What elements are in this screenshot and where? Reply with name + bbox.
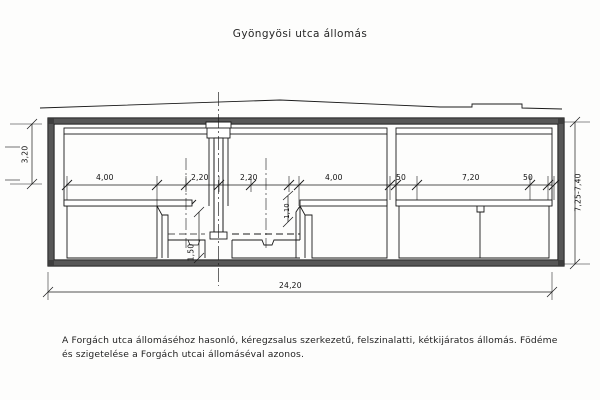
dimension-label-1-10: 1,10 bbox=[283, 203, 291, 219]
dimension-label-left-height: 3,20 bbox=[20, 145, 30, 164]
dimension-left-vertical bbox=[10, 118, 42, 190]
dimension-label-bay-2: 2,20 bbox=[191, 173, 209, 182]
station-outer-shell bbox=[47, 117, 565, 267]
dimension-label-right-height: 7,25-7,40 bbox=[573, 173, 583, 212]
dimension-label-1-50: 1,50 bbox=[186, 243, 196, 262]
dimension-1-10 bbox=[282, 190, 294, 228]
dimension-label-overall-width: 24,20 bbox=[279, 281, 302, 290]
dimension-label-bay-4: 4,00 bbox=[325, 173, 343, 182]
axis-stubs bbox=[5, 146, 20, 181]
ceiling-slabs bbox=[63, 127, 553, 135]
dimension-label-wall-right: 50 bbox=[523, 173, 534, 182]
figure-caption: A Forgách utca állomáséhoz hasonló, kére… bbox=[62, 334, 562, 362]
dimension-label-bay-1: 4,00 bbox=[96, 173, 114, 182]
left-bay bbox=[63, 134, 210, 206]
ground-line bbox=[39, 99, 563, 110]
dimension-label-bay-5: 7,20 bbox=[462, 173, 480, 182]
middle-bay bbox=[227, 134, 388, 206]
dimension-1-50 bbox=[193, 206, 205, 264]
left-track-trough bbox=[168, 233, 205, 246]
dimension-bottom-overall bbox=[42, 272, 558, 300]
right-bay bbox=[395, 134, 553, 206]
caption-line-1: A Forgách utca állomáséhoz hasonló, kére… bbox=[62, 335, 558, 346]
track-axes bbox=[185, 158, 267, 248]
dimension-label-bay-3: 2,20 bbox=[240, 173, 258, 182]
page-title: Gyöngyösi utca állomás bbox=[232, 28, 368, 40]
dimension-right-vertical bbox=[564, 116, 590, 270]
dimension-label-wall-left: 50 bbox=[396, 173, 407, 182]
left-platform bbox=[63, 199, 206, 259]
center-platform bbox=[231, 199, 388, 259]
witness-lines-horizontal bbox=[66, 176, 555, 206]
right-hall-slab bbox=[395, 199, 553, 259]
caption-line-2: és szigetelése a Forgách utcai állomásév… bbox=[62, 349, 305, 360]
